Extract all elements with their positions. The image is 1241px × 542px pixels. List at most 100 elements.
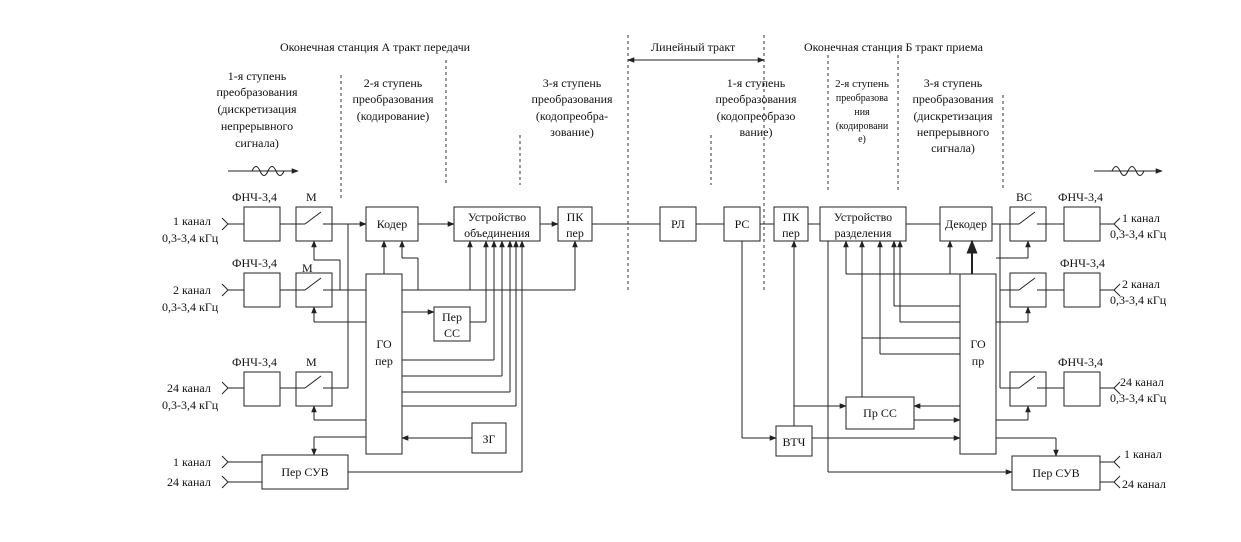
output-ch2-icon (1113, 283, 1121, 297)
pr-ss-label: Пр СС (863, 406, 897, 420)
decoder-label: Декодер (945, 217, 987, 231)
svg-text:3-я ступень: 3-я ступень (924, 76, 983, 90)
m-label-1: М (306, 190, 317, 204)
rl-label: РЛ (671, 217, 685, 231)
fnch-block-ch1 (243, 206, 281, 242)
header-station-b: Оконечная станция Б тракт приема (804, 40, 984, 54)
pk-tx-block (557, 206, 593, 242)
vs-label: ВС (1016, 190, 1032, 204)
suv-ch1-label-rx: 1 канал (1124, 447, 1162, 461)
header-line: Линейный тракт (651, 40, 736, 54)
svg-text:1-я ступень: 1-я ступень (727, 76, 786, 90)
suv-ch1-label-tx: 1 канал (173, 455, 211, 469)
svg-text:сигнала): сигнала) (931, 141, 975, 155)
svg-text:е): е) (858, 134, 866, 145)
header-station-a: Оконечная станция А тракт передачи (280, 40, 471, 54)
ch2-band-rx: 0,3-3,4 кГц (1110, 293, 1167, 307)
coder-label: Кодер (377, 217, 408, 231)
fnch-block-ch2 (243, 272, 281, 308)
fnch-label-3: ФНЧ-3,4 (232, 355, 277, 369)
go-tx-block (365, 273, 403, 455)
fnch-rx-label-3: ФНЧ-3,4 (1058, 355, 1103, 369)
svg-text:ния: ния (854, 107, 870, 118)
ch1-label-tx: 1 канал (173, 214, 211, 228)
per-ss-block (433, 306, 471, 342)
svg-text:непрерывного: непрерывного (221, 119, 293, 133)
fnch-label-2: ФНЧ-3,4 (232, 256, 277, 270)
svg-text:преобразования: преобразования (912, 92, 994, 106)
svg-text:(дискретизация: (дискретизация (217, 102, 297, 116)
m-label-3: М (306, 355, 317, 369)
go-rx-label-2: пр (972, 354, 984, 368)
rl-block (659, 206, 697, 242)
per-ss-label-2: СС (444, 326, 460, 340)
suv-ch24-label-tx: 24 канал (167, 475, 211, 489)
m-label-2: М (302, 261, 313, 275)
per-ss-label-1: Пер (442, 310, 462, 324)
pk-rx-label-2: пер (782, 226, 800, 240)
svg-text:(дискретизация: (дискретизация (913, 109, 993, 123)
input-ch1-icon (221, 217, 229, 231)
mux-label-1: Устройство (468, 210, 526, 224)
zg-block (471, 422, 507, 454)
go-rx-label-1: ГО (970, 337, 986, 351)
svg-text:сигнала): сигнала) (235, 136, 279, 150)
vs-block-ch24 (1009, 371, 1047, 407)
svg-text:преобразова: преобразова (836, 93, 889, 104)
vtch-label: ВТЧ (783, 435, 806, 449)
stage-a3: 3-я ступень преобразования (кодопреобра-… (531, 76, 613, 139)
input-ch24-icon (221, 381, 229, 395)
ch2-label-tx: 2 канал (173, 283, 211, 297)
stage-b2: 2-я ступень преобразова ния (кодировани … (835, 78, 889, 145)
svg-text:2-я ступень: 2-я ступень (364, 76, 423, 90)
stage-b3: 3-я ступень преобразования (дискретизаци… (912, 76, 994, 155)
ch24-band-rx: 0,3-3,4 кГц (1110, 391, 1167, 405)
output-ch1-icon (1113, 217, 1121, 231)
fnch-label-1: ФНЧ-3,4 (232, 190, 277, 204)
fnch-block-ch24 (243, 371, 281, 407)
svg-text:(кодопреобразо: (кодопреобразо (717, 109, 796, 123)
mux-label-2: объединения (464, 226, 530, 240)
ch24-label-tx: 24 канал (167, 381, 211, 395)
zg-label: ЗГ (483, 432, 496, 446)
mux-block (453, 206, 541, 242)
pk-rx-label-1: ПК (783, 210, 801, 224)
demux-label-1: Устройство (834, 210, 892, 224)
stage-a2: 2-я ступень преобразования (кодирование) (352, 76, 434, 123)
ch2-band-tx: 0,3-3,4 кГц (162, 300, 219, 314)
decoder-block (939, 206, 993, 242)
ch1-band-rx: 0,3-3,4 кГц (1110, 227, 1167, 241)
svg-text:преобразования: преобразования (715, 92, 797, 106)
svg-text:(кодопреобра-: (кодопреобра- (536, 109, 608, 123)
m-block-ch24 (295, 371, 333, 407)
ch1-band-tx: 0,3-3,4 кГц (162, 231, 219, 245)
svg-text:(кодировани: (кодировани (836, 121, 889, 132)
ch1-label-rx: 1 канал (1122, 211, 1160, 225)
demux-label-2: разделения (835, 226, 892, 240)
svg-text:преобразования: преобразования (352, 92, 434, 106)
vtch-block (775, 425, 813, 457)
fnch-rx-block-ch24 (1063, 371, 1101, 407)
ch24-band-tx: 0,3-3,4 кГц (162, 398, 219, 412)
pk-rx-block (773, 206, 809, 242)
svg-text:преобразования: преобразования (531, 92, 613, 106)
svg-text:непрерывного: непрерывного (917, 125, 989, 139)
sine-wave-icon-right (1094, 166, 1163, 176)
pk-tx-label-2: пер (566, 226, 584, 240)
go-tx-label-2: пер (375, 354, 393, 368)
pk-tx-label-1: ПК (567, 210, 585, 224)
ch2-label-rx: 2 канал (1122, 277, 1160, 291)
demux-block (819, 206, 907, 242)
svg-text:преобразования: преобразования (216, 85, 298, 99)
svg-text:3-я ступень: 3-я ступень (543, 76, 602, 90)
stage-b1: 1-я ступень преобразования (кодопреобраз… (715, 76, 797, 139)
fnch-rx-label-1: ФНЧ-3,4 (1058, 190, 1103, 204)
go-rx-block (959, 273, 997, 455)
sine-wave-icon-left (228, 166, 299, 176)
per-suv-tx-label: Пер СУВ (281, 465, 328, 479)
go-tx-label-1: ГО (376, 337, 392, 351)
svg-text:(кодирование): (кодирование) (357, 109, 429, 123)
per-suv-rx-block (1011, 455, 1101, 491)
svg-text:вание): вание) (740, 125, 773, 139)
